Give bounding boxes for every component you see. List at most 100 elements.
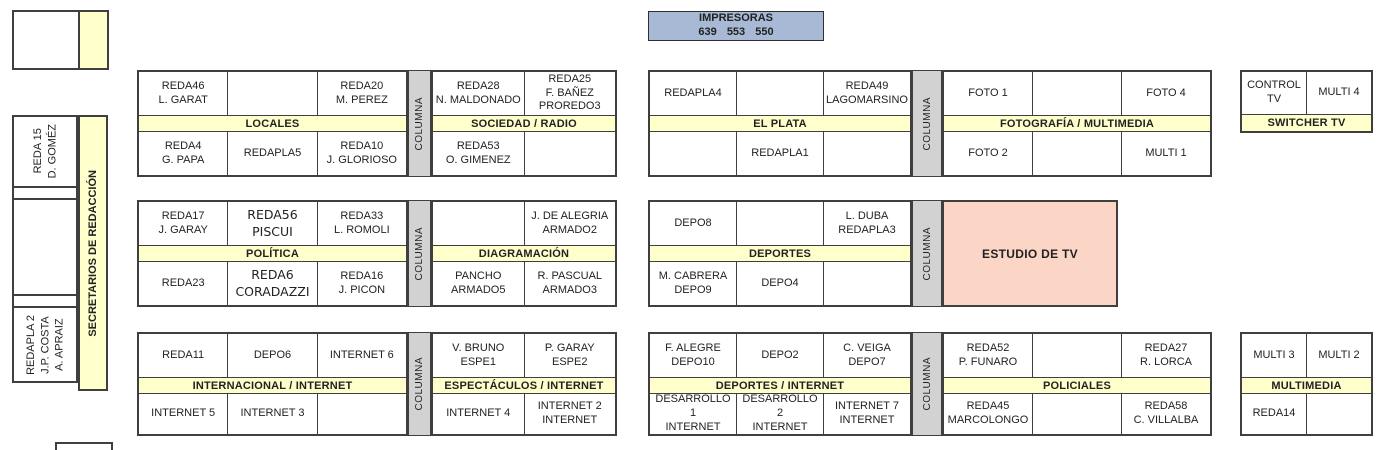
desk-empty [737,72,824,115]
desk-empty [737,202,824,245]
columna-pillar-1: COLUMNA [408,70,431,177]
desk-internet7: INTERNET 7 INTERNET [835,400,899,426]
desk-reda23: REDA23 [139,262,229,305]
desk-reda33: REDA33 L. ROMOLI [334,209,390,236]
columna-pillar-4: COLUMNA [912,200,942,307]
desk-reda11: REDA11 [139,334,229,377]
block-diagramacion: J. DE ALEGRIA ARMADO2 DIAGRAMACIÓN PANCH… [431,200,617,307]
section-header-locales: LOCALES [139,115,406,132]
desk-internet6: INTERNET 6 [329,348,394,361]
secretarios-label: SECRETARIOS DE REDACCIÓN [87,169,99,337]
block-espectaculos-internet: V. BRUNO ESPE1 P. GARAY ESPE2 ESPECTÁCUL… [431,332,617,436]
desk-depo6: DEPO6 [228,334,318,377]
columna-pillar-2: COLUMNA [912,70,942,177]
columna-label: COLUMNA [414,96,425,151]
printers-numbers: 639 553 550 [698,26,774,38]
desk-redapla2-label: REDAPLA 2 J.P. COSTA A. APRAIZ [24,314,66,375]
desk-empty [824,262,910,305]
section-header-switcher-tv: SWITCHER TV [1242,114,1371,131]
desk-depo9: M. CABRERA DEPO9 [650,262,737,305]
desk-reda53: REDA53 O. GIMENEZ [433,132,525,175]
desk-reda6: REDA6 CORADAZZI [228,262,318,305]
block-internacional-internet: REDA11 DEPO6 INTERNET 6 INTERNACIONAL / … [137,332,408,436]
desk-reda27: REDA27 R. LORCA [1140,341,1192,368]
columna-label: COLUMNA [414,226,425,281]
printers-title: IMPRESORAS [699,12,773,25]
desk-desarrollo2: DESARROLLO 2 INTERNET [737,393,824,434]
desk-reda49: REDA49 LAGOMARSINO [826,79,908,106]
block-switcher-tv: CONTROL TV MULTI 4 SWITCHER TV [1240,70,1373,133]
columna-pillar-6: COLUMNA [912,332,942,436]
desk-redapla2: REDAPLA 2 J.P. COSTA A. APRAIZ [14,308,76,381]
rail-spacer-1 [14,188,76,200]
section-header-deportes: DEPORTES [650,245,910,262]
desk-depo10: F. ALEGRE DEPO10 [650,334,737,377]
corner-box-yellow-strip [78,12,107,68]
desk-armado3: R. PASCUAL ARMADO3 [537,269,603,296]
section-header-fotografia-multimedia: FOTOGRAFÍA / MULTIMEDIA [944,115,1210,132]
desk-internet2: INTERNET 2 INTERNET [537,400,602,426]
desk-reda10: REDA10 J. GLORIOSO [326,139,397,166]
section-header-internacional-internet: INTERNACIONAL / INTERNET [139,377,406,394]
desk-foto2: FOTO 2 [944,132,1033,175]
desk-internet3: INTERNET 3 [228,394,318,434]
desk-depo4: DEPO4 [737,262,824,305]
desk-depo2: DEPO2 [737,334,824,377]
desk-reda4: REDA4 G. PAPA [139,132,229,175]
columna-pillar-5: COLUMNA [408,332,431,436]
desk-espe2: P. GARAY ESPE2 [544,341,595,368]
columna-label: COLUMNA [921,357,933,411]
block-fotografia-multimedia: FOTO 1 FOTO 4 FOTOGRAFÍA / MULTIMEDIA FO… [942,70,1212,177]
desk-empty [1033,394,1122,434]
desk-reda15-label: REDA 15 D. GOMÉZ [31,124,58,179]
columna-label: COLUMNA [921,96,933,151]
tv-studio: ESTUDIO DE TV [942,200,1118,307]
rail-empty-cell [14,200,76,296]
section-header-politica: POLÍTICA [139,245,406,262]
block-sociedad-radio: REDA28 N. MALDONADO REDA25 F. BAÑEZ PROR… [431,70,617,177]
desk-multi4: MULTI 4 [1318,86,1360,99]
desk-internet5: INTERNET 5 [139,394,229,434]
desk-redapla3: L. DUBA REDAPLA3 [838,209,896,236]
rail-spacer-2 [14,296,76,308]
desk-depo7: C. VEIGA DEPO7 [843,341,891,368]
corner-box [12,10,109,70]
desk-armado2: J. DE ALEGRIA ARMADO2 [531,209,609,236]
desk-control-tv: CONTROL TV [1242,72,1307,114]
desk-reda14: REDA14 [1242,394,1307,434]
columna-label: COLUMNA [921,226,933,281]
desk-reda20: REDA20 M. PEREZ [335,79,388,106]
desk-reda58: REDA58 C. VILLALBA [1133,400,1199,426]
desk-redapla4: REDAPLA4 [650,72,737,115]
section-header-policiales: POLICIALES [944,377,1210,394]
desk-reda45: REDA45 MARCOLONGO [944,394,1033,434]
desk-empty [650,132,737,175]
desk-internet4: INTERNET 4 [433,394,525,434]
printers-box: IMPRESORAS 639 553 550 [648,11,824,41]
desk-depo8: DEPO8 [650,202,737,245]
bottom-left-partial-box [55,442,113,450]
desk-empty [228,72,318,115]
desk-empty [1307,394,1371,434]
section-header-el-plata: EL PLATA [650,115,910,132]
block-deportes: DEPO8 L. DUBA REDAPLA3 DEPORTES M. CABRE… [648,200,912,307]
desk-redapla1: REDAPLA1 [737,132,824,175]
secretarios-strip: SECRETARIOS DE REDACCIÓN [78,115,108,391]
block-locales: REDA46 L. GARAT REDA20 M. PEREZ LOCALES … [137,70,408,177]
desk-foto4: FOTO 4 [1146,86,1186,99]
desk-foto1: FOTO 1 [944,72,1033,115]
desk-empty [318,394,406,434]
section-header-deportes-internet: DEPORTES / INTERNET [650,377,910,394]
desk-empty [1033,72,1122,115]
block-politica: REDA17 J. GARAY REDA56 PISCUI REDA33 L. … [137,200,408,307]
desk-multi3: MULTI 3 [1242,334,1307,377]
desk-reda46: REDA46 L. GARAT [139,72,229,115]
left-rail-desks: REDA 15 D. GOMÉZ REDAPLA 2 J.P. COSTA A.… [12,115,78,383]
desk-reda28: REDA28 N. MALDONADO [433,72,525,115]
section-header-sociedad-radio: SOCIEDAD / RADIO [433,115,615,132]
columna-label: COLUMNA [414,357,425,411]
desk-reda25: REDA25 F. BAÑEZ PROREDO3 [538,72,601,113]
block-el-plata: REDAPLA4 REDA49 LAGOMARSINO EL PLATA RED… [648,70,912,177]
tv-studio-label: ESTUDIO DE TV [982,246,1078,261]
